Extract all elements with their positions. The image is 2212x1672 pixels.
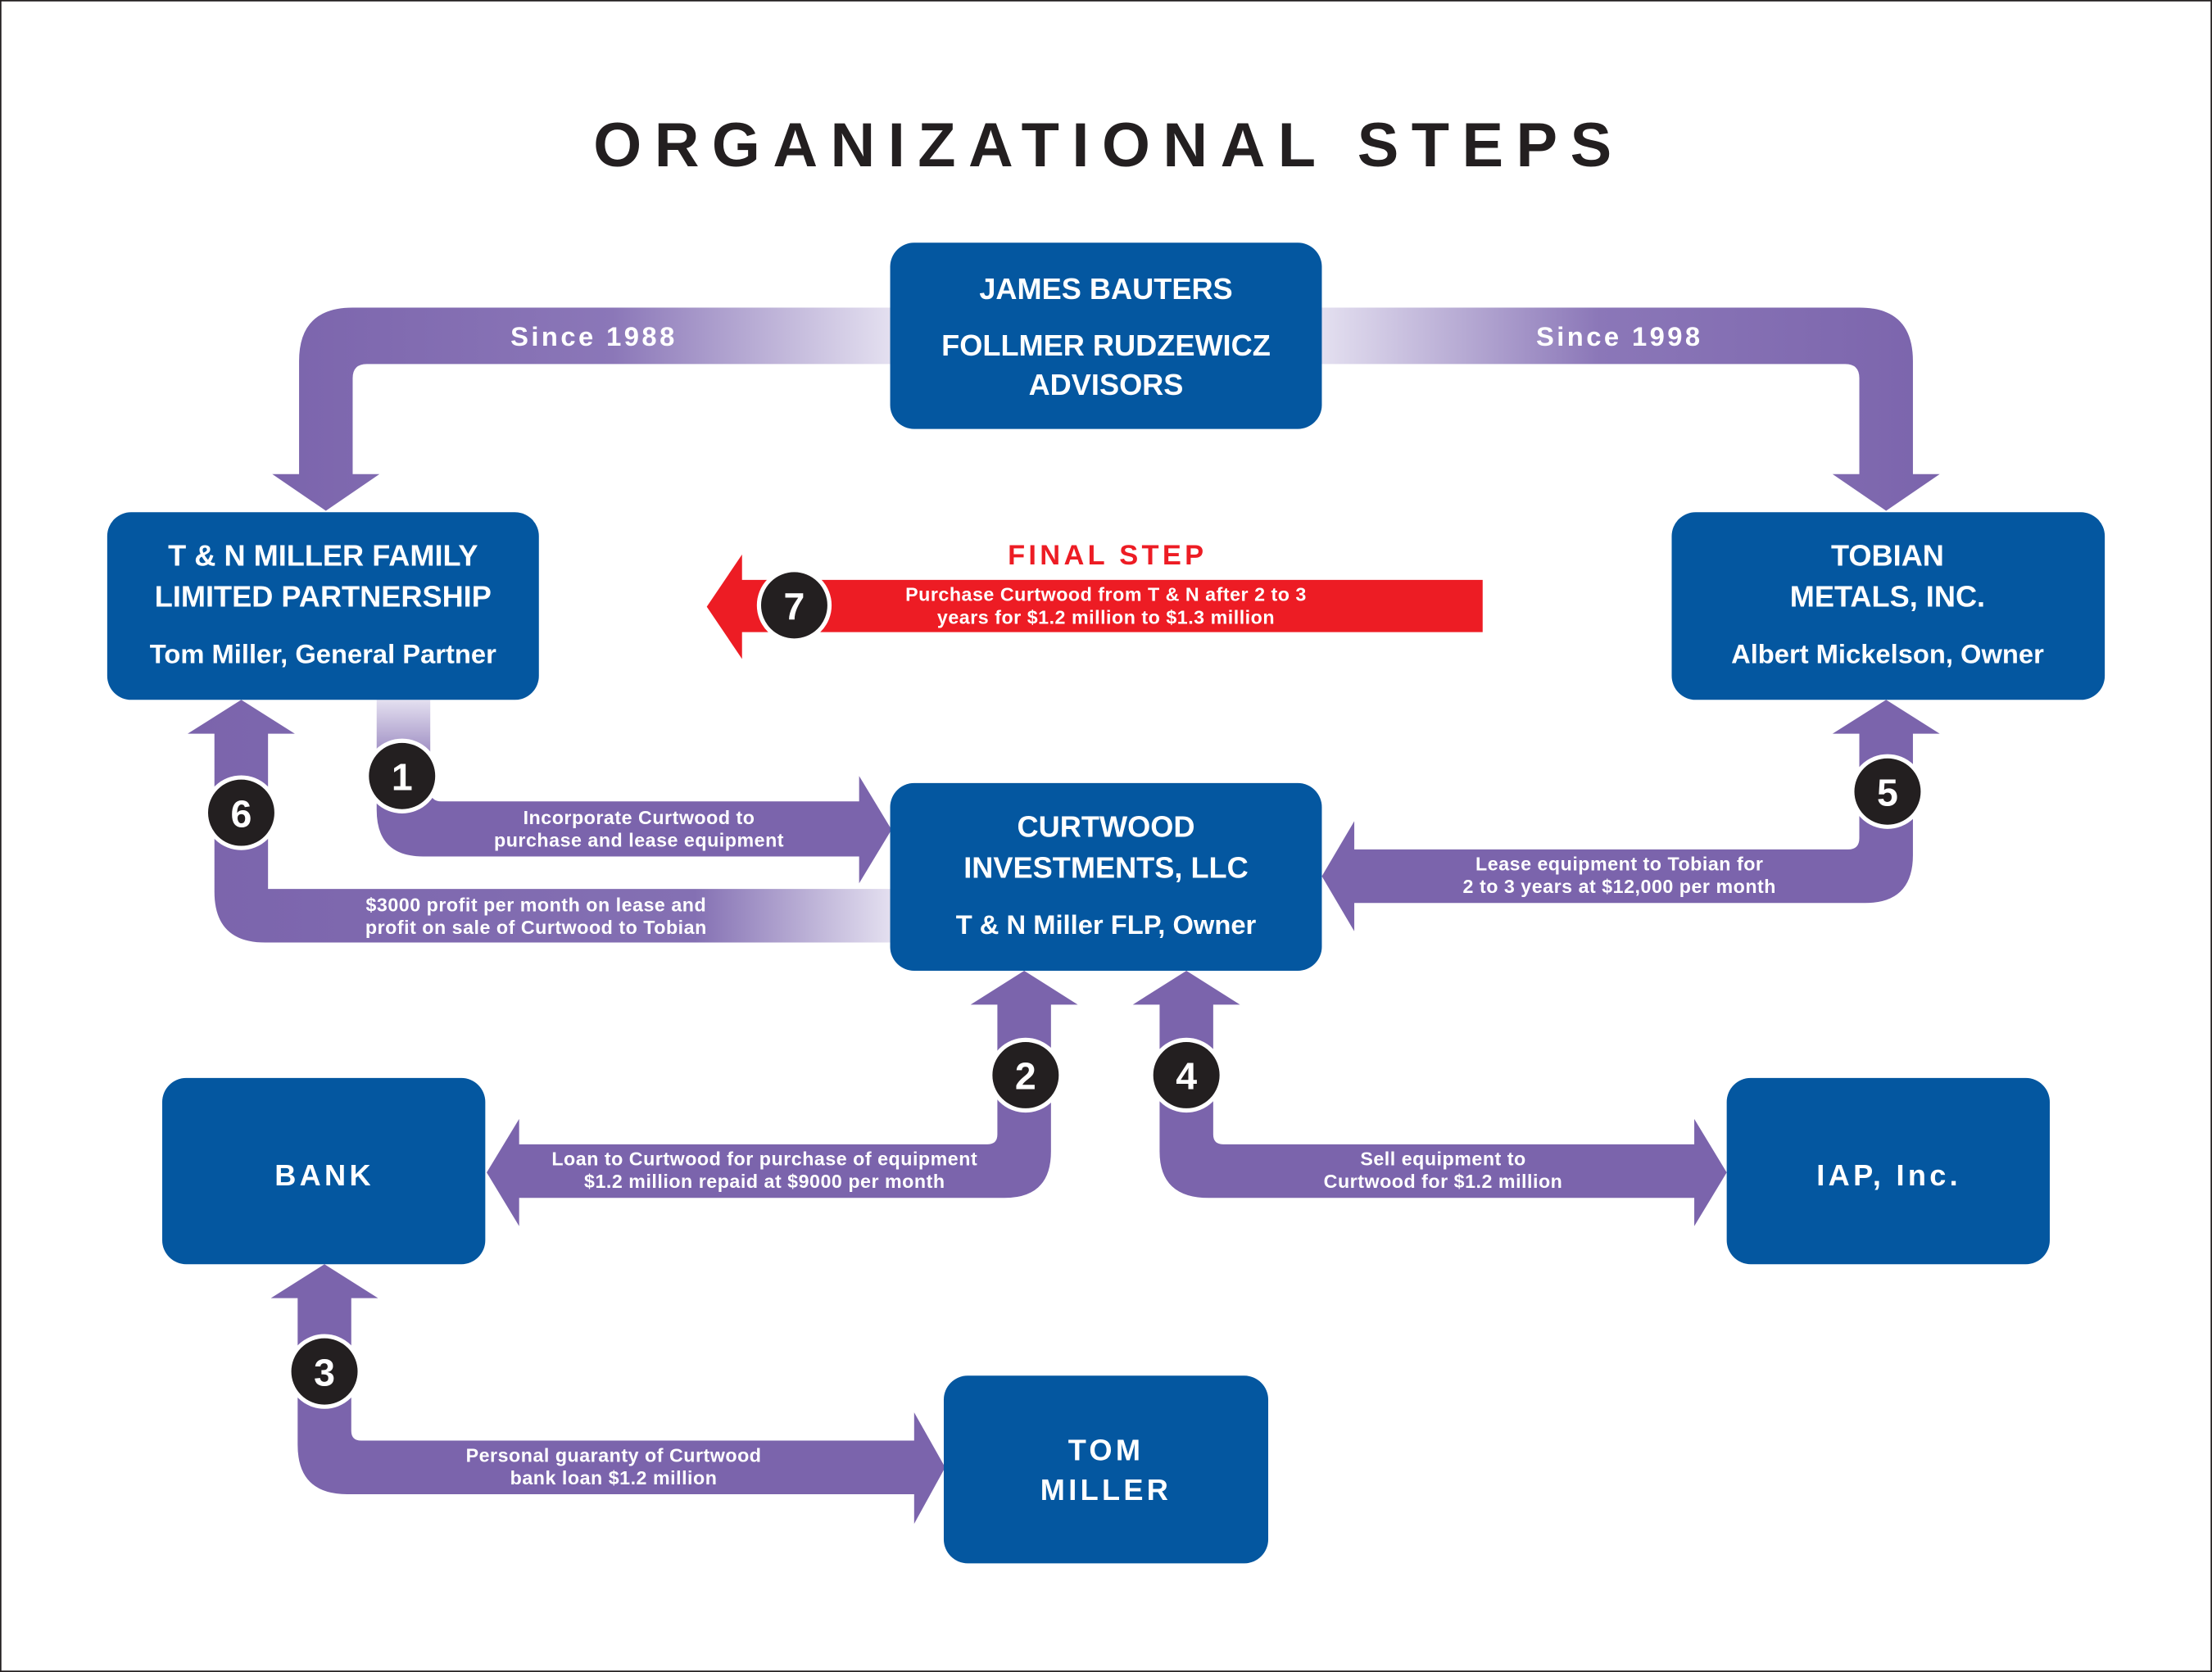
final-step-arrow: FINAL STEP Purchase Curtwood from T & N … xyxy=(706,540,1483,659)
step-3-badge: 3 xyxy=(287,1334,362,1409)
svg-text:6: 6 xyxy=(231,792,252,835)
svg-text:5: 5 xyxy=(1877,771,1898,813)
step-1-badge: 1 xyxy=(365,738,440,813)
svg-text:4: 4 xyxy=(1176,1055,1197,1098)
step-2-label-line2: $1.2 million repaid at $9000 per month xyxy=(584,1171,945,1192)
box-curtwood: CURTWOOD INVESTMENTS, LLC T & N Miller F… xyxy=(890,782,1322,971)
svg-text:1: 1 xyxy=(392,756,413,799)
advisors-firm-line1: FOLLMER RUDZEWICZ xyxy=(941,329,1271,362)
step-4-label-line1: Sell equipment to xyxy=(1360,1149,1525,1170)
advisors-firm-line2: ADVISORS xyxy=(1029,368,1184,401)
arrow-step-4: Sell equipment to Curtwood for $1.2 mill… xyxy=(1132,970,1727,1226)
tn-miller-line2: LIMITED PARTNERSHIP xyxy=(155,580,492,614)
step-1-label-line2: purchase and lease equipment xyxy=(494,829,784,850)
step-3-label-line2: bank loan $1.2 million xyxy=(510,1467,718,1488)
box-bank: BANK xyxy=(162,1077,486,1265)
arrow-step-5: Lease equipment to Tobian for 2 to 3 yea… xyxy=(1321,700,1940,931)
step-6-label-line2: profit on sale of Curtwood to Tobian xyxy=(365,917,707,938)
box-tom-miller: TOM MILLER xyxy=(943,1375,1269,1564)
box-advisors: JAMES BAUTERS FOLLMER RUDZEWICZ ADVISORS xyxy=(890,242,1322,429)
advisors-name: JAMES BAUTERS xyxy=(979,272,1232,306)
iap-label: IAP, Inc. xyxy=(1816,1158,1961,1192)
svg-text:2: 2 xyxy=(1015,1055,1036,1098)
tobian-line1: TOBIAN xyxy=(1831,539,1944,573)
step-2-badge: 2 xyxy=(988,1037,1063,1113)
step-5-label-line2: 2 to 3 years at $12,000 per month xyxy=(1463,876,1776,897)
curtwood-line2: INVESTMENTS, LLC xyxy=(963,850,1248,884)
arrow-step-2: Loan to Curtwood for purchase of equipme… xyxy=(487,970,1078,1226)
curtwood-line1: CURTWOOD xyxy=(1018,809,1195,843)
step-6-label-line1: $3000 profit per month on lease and xyxy=(365,895,706,916)
tom-miller-line1: TOM xyxy=(1068,1434,1145,1467)
tobian-sub: Albert Mickelson, Owner xyxy=(1731,639,2044,669)
svg-text:7: 7 xyxy=(784,585,805,628)
tn-miller-sub: Tom Miller, General Partner xyxy=(150,639,496,669)
since-1988-label: Since 1988 xyxy=(510,321,678,351)
tn-miller-line1: T & N MILLER FAMILY xyxy=(168,539,478,573)
final-step-heading: FINAL STEP xyxy=(1008,540,1207,571)
tom-miller-line2: MILLER xyxy=(1040,1473,1172,1507)
step-2-label-line1: Loan to Curtwood for purchase of equipme… xyxy=(551,1149,977,1170)
curtwood-sub: T & N Miller FLP, Owner xyxy=(956,909,1257,940)
tobian-line2: METALS, INC. xyxy=(1790,580,1985,614)
step-4-label-line2: Curtwood for $1.2 million xyxy=(1324,1171,1563,1192)
step-5-label-line1: Lease equipment to Tobian for xyxy=(1475,854,1763,875)
step-4-badge: 4 xyxy=(1149,1037,1224,1113)
arrow-since-1988: Since 1988 xyxy=(272,307,892,511)
final-step-line1: Purchase Curtwood from T & N after 2 to … xyxy=(905,584,1307,605)
svg-text:3: 3 xyxy=(314,1351,335,1393)
step-7-badge: 7 xyxy=(756,568,832,643)
box-tobian-metals: TOBIAN METALS, INC. Albert Mickelson, Ow… xyxy=(1671,512,2105,700)
step-6-badge: 6 xyxy=(203,775,279,850)
box-tn-miller-flp: T & N MILLER FAMILY LIMITED PARTNERSHIP … xyxy=(107,512,539,700)
arrow-since-1998: Since 1998 xyxy=(1320,307,1940,511)
page-title: ORGANIZATIONAL STEPS xyxy=(593,111,1624,180)
final-step-line2: years for $1.2 million to $1.3 million xyxy=(937,606,1275,628)
arrow-step-3: Personal guaranty of Curtwood bank loan … xyxy=(270,1264,945,1525)
step-1-label-line1: Incorporate Curtwood to xyxy=(524,807,755,828)
arrow-step-6: $3000 profit per month on lease and prof… xyxy=(188,700,892,943)
step-3-label-line1: Personal guaranty of Curtwood xyxy=(466,1444,762,1466)
step-5-badge: 5 xyxy=(1850,754,1925,829)
bank-label: BANK xyxy=(274,1158,374,1192)
box-iap: IAP, Inc. xyxy=(1726,1077,2050,1265)
since-1998-label: Since 1998 xyxy=(1536,321,1703,351)
